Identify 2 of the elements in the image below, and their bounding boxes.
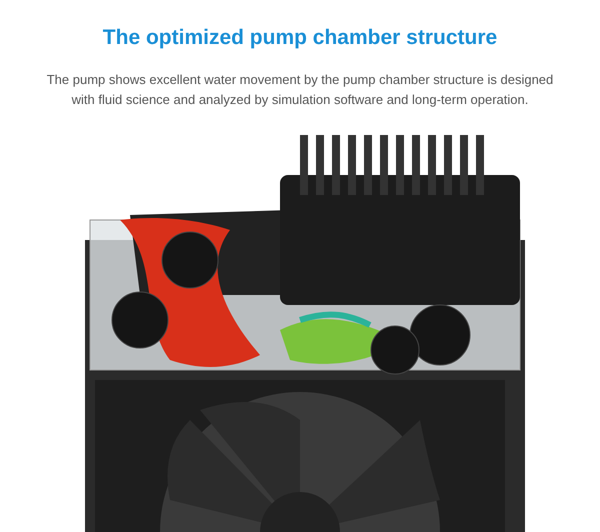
caption: The pump shows excellent water movement by the pump chamber structure is designed with fluid science and analyzed by simulation software and long-term operation. — [46, 71, 554, 109]
title: The optimized pump chamber structure — [102, 26, 498, 50]
